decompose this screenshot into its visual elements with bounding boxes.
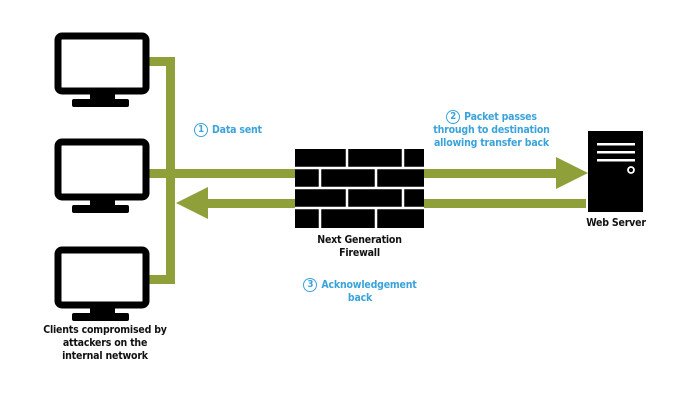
step-number-badge: 1 bbox=[194, 123, 208, 137]
step-number-badge: 2 bbox=[446, 110, 461, 124]
firewall-label-line-2: Firewall bbox=[339, 247, 380, 259]
step-2-line-2: through to destination bbox=[433, 124, 550, 136]
clients-label-line-3: internal network bbox=[62, 350, 148, 362]
server-tower-icon bbox=[588, 131, 643, 212]
return-arrow bbox=[176, 187, 586, 219]
client-bus bbox=[147, 57, 175, 284]
clients-label: Clients compromised by attackers on the … bbox=[30, 324, 180, 363]
outbound-arrow bbox=[175, 157, 588, 189]
client-monitor-3 bbox=[54, 246, 150, 321]
step-3-line-2: back bbox=[347, 292, 373, 304]
step-number-badge: 3 bbox=[303, 278, 318, 292]
firewall-label-line-1: Next Generation bbox=[317, 234, 402, 246]
server-label: Web Server bbox=[575, 217, 657, 230]
bus-link-top bbox=[147, 57, 175, 66]
monitor-icon bbox=[54, 32, 150, 95]
monitor-icon bbox=[54, 138, 150, 201]
return-arrowhead bbox=[176, 187, 208, 219]
step-1-label: 1 Data sent bbox=[194, 123, 262, 137]
outbound-arrowhead bbox=[556, 157, 588, 189]
step-1-text: Data sent bbox=[212, 124, 262, 136]
step-3-line-1: Acknowledgement bbox=[321, 279, 417, 291]
bus-link-middle bbox=[147, 169, 175, 178]
step-2-line-1: Packet passes bbox=[464, 111, 537, 123]
clients-label-line-1: Clients compromised by bbox=[43, 324, 167, 336]
bus-link-bottom bbox=[147, 275, 175, 284]
step-2-line-3: allowing transfer back bbox=[433, 137, 550, 149]
server-label-text: Web Server bbox=[586, 217, 646, 229]
client-monitor-2 bbox=[54, 138, 150, 213]
client-monitor-1 bbox=[54, 32, 150, 107]
firewall-label: Next Generation Firewall bbox=[292, 234, 427, 260]
brick-wall-icon bbox=[295, 149, 424, 228]
monitor-icon bbox=[54, 246, 150, 309]
clients-label-line-2: attackers on the bbox=[62, 337, 148, 349]
